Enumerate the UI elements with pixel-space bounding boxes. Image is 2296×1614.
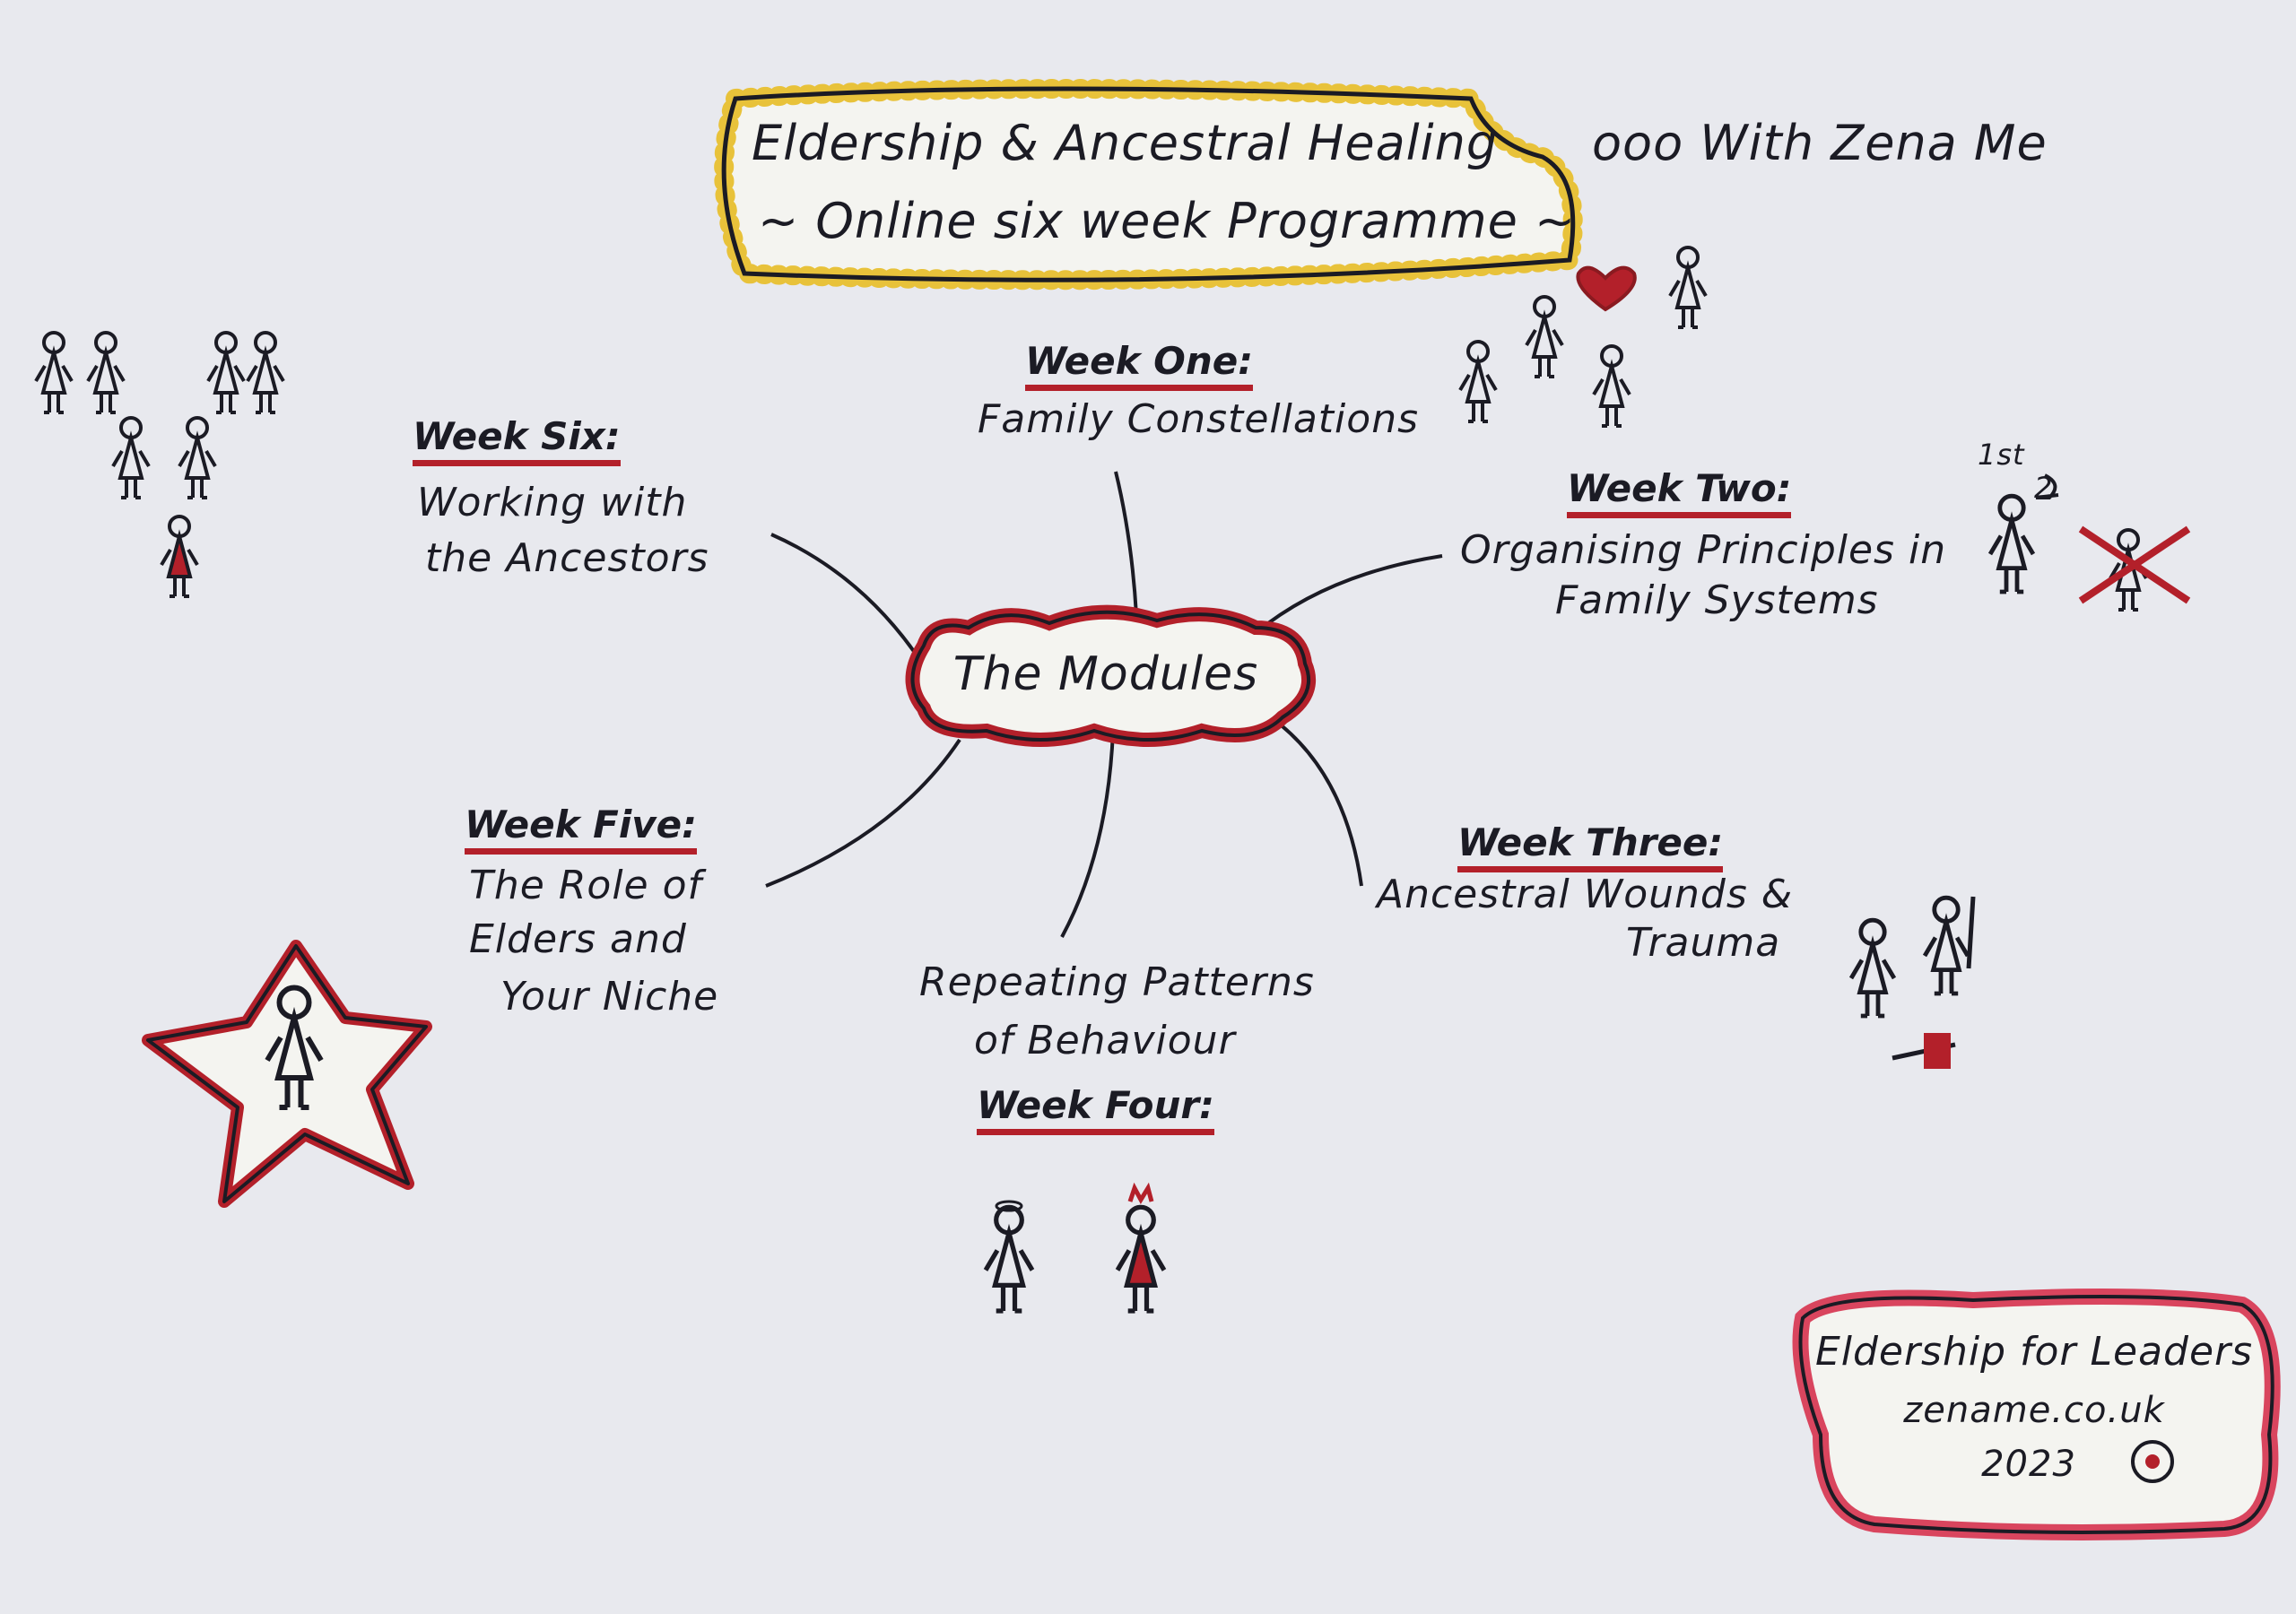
title-line-1: Eldership & Ancestral Healing [752, 115, 1499, 171]
footer-website: zename.co.uk [1903, 1390, 2165, 1431]
heart-icon [1576, 265, 1637, 312]
week-four-topic-line-1: Repeating Patterns [919, 959, 1315, 1005]
byline: ooo With Zena Me [1592, 115, 2048, 171]
week-two-topic-line-1: Organising Principles in [1460, 527, 1947, 573]
week-five-label: Week Five: [465, 803, 697, 855]
week-two-topic-line-2: Family Systems [1555, 577, 1879, 623]
footer-line-1: Eldership for Leaders [1814, 1329, 2254, 1375]
angel-and-devil-figures-icon [986, 1182, 1164, 1311]
cross-out-icon [2078, 525, 2191, 604]
second-annotation: 2 [2034, 471, 2054, 505]
week-six-label: Week Six: [413, 414, 621, 466]
week-two-label: Week Two: [1567, 466, 1792, 518]
first-figure-icon [1990, 496, 2033, 592]
week-five-topic-line-3: Your Niche [500, 974, 719, 1020]
footer-year: 2023 [1981, 1444, 2076, 1485]
week-six-topic-line-1: Working with [417, 480, 688, 525]
week-three-topic-line-2: Trauma [1626, 920, 1781, 966]
week-three-label: Week Three: [1457, 820, 1724, 872]
signature-face-icon [2131, 1440, 2174, 1483]
trauma-figures-icon [1851, 897, 1976, 1069]
title-line-2: ~ Online six week Programme ~ [758, 193, 1577, 249]
connector-lines [765, 471, 1443, 938]
week-one-topic: Family Constellations [978, 396, 1420, 442]
ancestors-figures-icon [34, 331, 285, 598]
week-four-label: Week Four: [977, 1083, 1214, 1135]
week-six-topic-line-2: the Ancestors [425, 535, 709, 581]
modules-label: The Modules [952, 647, 1259, 701]
week-four-topic-line-2: of Behaviour [974, 1018, 1236, 1063]
first-annotation: 1st [1978, 438, 2025, 472]
week-five-topic-line-2: Elders and [469, 916, 687, 962]
week-three-topic-line-1: Ancestral Wounds & [1377, 872, 1794, 917]
week-five-topic-line-1: The Role of [469, 863, 703, 908]
week-one-label: Week One: [1025, 339, 1254, 391]
